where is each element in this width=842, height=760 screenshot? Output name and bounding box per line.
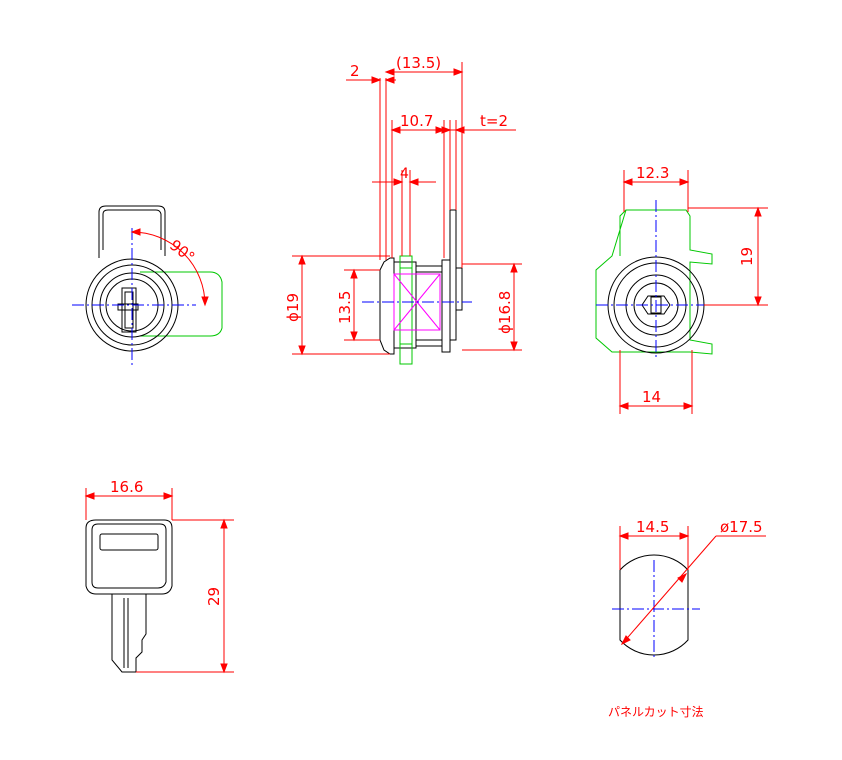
dim-13-5-ref: (13.5) <box>396 54 441 72</box>
side-dimension-lines <box>292 62 522 356</box>
dim-19: 19 <box>738 247 756 266</box>
front-angle-label: 90° <box>166 236 198 267</box>
dim-4: 4 <box>400 166 409 182</box>
rear-view: 12.3 19 14 <box>595 164 770 414</box>
key-outline <box>85 519 173 673</box>
dim-12-3: 12.3 <box>636 164 669 182</box>
side-view: 2 (13.5) 10.7 t=2 4 ϕ19 13.5 ϕ16.8 <box>284 54 522 365</box>
dim-29: 29 <box>205 587 223 606</box>
key-dimension-lines <box>84 488 234 674</box>
front-view: 90° <box>72 205 223 365</box>
front-cam-phantom <box>140 271 223 337</box>
dim-10-7: 10.7 <box>400 112 433 130</box>
dim-dia16-8: ϕ16.8 <box>496 291 514 334</box>
dim-dia17-5: ø17.5 <box>720 518 763 536</box>
dim-t2: t=2 <box>480 112 508 130</box>
dim-14: 14 <box>642 388 661 406</box>
cutout-outline <box>619 554 689 656</box>
dim-2: 2 <box>350 62 360 80</box>
dim-13-5: 13.5 <box>336 291 354 324</box>
rear-dimension-lines <box>618 170 768 414</box>
cutout-centerlines <box>612 560 700 660</box>
dim-16-6: 16.6 <box>110 478 143 496</box>
dim-14-5: 14.5 <box>636 518 669 536</box>
dim-dia19: ϕ19 <box>284 293 302 322</box>
key-view: 16.6 29 <box>84 478 234 674</box>
cutout-caption: パネルカット寸法 <box>608 705 704 719</box>
cutout-view: 14.5 ø17.5 パネルカット寸法 <box>608 518 766 719</box>
front-centerlines <box>72 228 196 365</box>
cutout-dimension-lines <box>618 526 766 646</box>
side-body <box>379 209 463 355</box>
front-angle-dimension <box>130 228 209 307</box>
